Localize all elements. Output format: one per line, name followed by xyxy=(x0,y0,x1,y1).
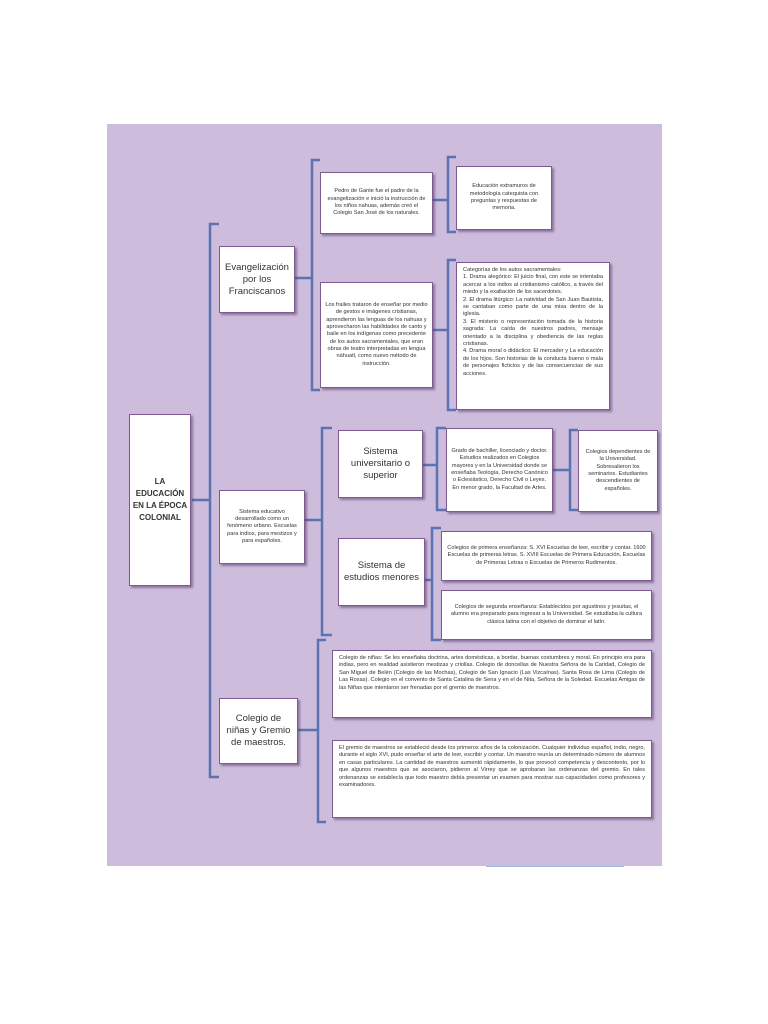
evangelizacion-box: Evangelización por los Franciscanos xyxy=(219,246,295,313)
sistema-educativo-box: Sistema educativo desarrollado como un f… xyxy=(219,490,305,564)
segunda-ensenanza-text: Colegios de segunda enseñanza: Estableci… xyxy=(450,604,643,625)
frailes-text: Los frailes trataron de enseñar por medi… xyxy=(325,302,428,367)
pedro-de-gante-text: Pedro de Gante fue el padre de la evange… xyxy=(327,188,426,217)
colegio-ninas-detail-box: Colegio de niñas: Se les enseñaba doctri… xyxy=(332,650,652,718)
bracket-pedro xyxy=(446,155,456,234)
educacion-extramuros-box: Educación extramuros de metodología cate… xyxy=(456,166,552,230)
colegio-ninas-box: Colegio de niñas y Gremio de maestros. xyxy=(219,698,298,764)
bracket-sistema xyxy=(320,426,332,637)
colegios-dependientes-text: Colegios dependientes de la Universidad.… xyxy=(585,449,651,492)
gremio-text: El gremio de maestros se estableció desd… xyxy=(339,745,645,789)
grados-text: Grado de bachiller, licenciado y doctor.… xyxy=(451,448,548,491)
universitario-label: Sistema universitario o superior xyxy=(350,446,411,481)
decorative-underline xyxy=(486,866,624,867)
estudios-menores-label: Sistema de estudios menores xyxy=(344,560,419,583)
colegio-ninas-label: Colegio de niñas y Gremio de maestros. xyxy=(226,713,291,748)
estudios-menores-box: Sistema de estudios menores xyxy=(338,538,425,606)
autos-sacramentales-text: Categorías de los autos sacramentales: 1… xyxy=(463,267,603,377)
bracket-universitario xyxy=(435,426,446,512)
colegios-dependientes-box: Colegios dependientes de la Universidad.… xyxy=(578,430,658,512)
universitario-box: Sistema universitario o superior xyxy=(338,430,423,498)
autos-sacramentales-box: Categorías de los autos sacramentales: 1… xyxy=(456,262,610,410)
evangelizacion-label: Evangelización por los Franciscanos xyxy=(225,261,289,297)
bracket-menores xyxy=(430,526,441,642)
primera-ensenanza-text: Colegios de primera enseñanza: S. XVI Es… xyxy=(447,545,646,566)
main-title-box: LA EDUCACIÓN EN LA ÉPOCA COLONIAL xyxy=(129,414,191,586)
frailes-box: Los frailes trataron de enseñar por medi… xyxy=(320,282,433,388)
segunda-ensenanza-box: Colegios de segunda enseñanza: Estableci… xyxy=(441,590,652,640)
primera-ensenanza-box: Colegios de primera enseñanza: S. XVI Es… xyxy=(441,531,652,581)
bracket-evangelizacion xyxy=(310,158,320,392)
main-title-text: LA EDUCACIÓN EN LA ÉPOCA COLONIAL xyxy=(132,477,188,522)
educacion-extramuros-text: Educación extramuros de metodología cate… xyxy=(469,183,539,212)
colegio-ninas-detail-text: Colegio de niñas: Se les enseñaba doctri… xyxy=(339,655,645,691)
pedro-de-gante-box: Pedro de Gante fue el padre de la evange… xyxy=(320,172,433,234)
gremio-box: El gremio de maestros se estableció desd… xyxy=(332,740,652,818)
bracket-frailes xyxy=(446,258,456,412)
bracket-main xyxy=(208,222,219,779)
sistema-educativo-label: Sistema educativo desarrollado como un f… xyxy=(227,508,297,544)
bracket-grados xyxy=(568,428,578,512)
bracket-colegio xyxy=(316,638,326,824)
grados-box: Grado de bachiller, licenciado y doctor.… xyxy=(446,428,553,512)
